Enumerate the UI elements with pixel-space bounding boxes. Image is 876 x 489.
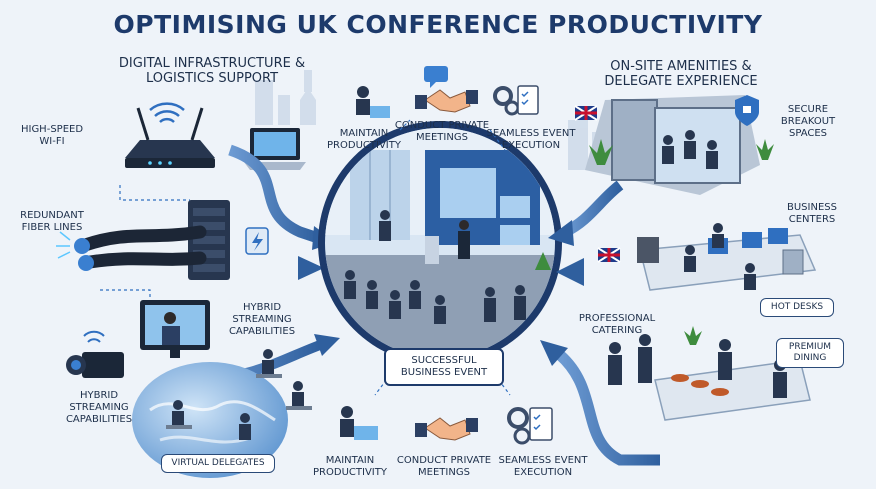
streaming-label-top: HYBRID STREAMING CAPABILITIES: [228, 302, 296, 337]
hot-desks-badge: HOT DESKS: [760, 298, 834, 317]
arrow-head-catering: [540, 340, 568, 366]
dotted-connector-left: [100, 185, 190, 300]
speech-bubble-icon-top: [424, 66, 448, 88]
plant-icon-right-top-2: [756, 139, 774, 160]
wifi-label: HIGH-SPEED WI-FI: [20, 124, 84, 147]
right-section-title: ON-SITE AMENITIES & DELEGATE EXPERIENCE: [604, 59, 758, 89]
wifi-router-icon: [125, 102, 215, 168]
person-laptop-icon-top: [356, 86, 390, 118]
streaming-monitor-icon: [140, 300, 210, 358]
gears-checklist-icon-top: [493, 85, 539, 116]
video-camera-icon: [66, 330, 124, 378]
gears-checklist-icon-bottom: [507, 407, 553, 445]
virtual-delegates-badge: VIRTUAL DELEGATES: [161, 454, 275, 473]
arrow-breakout-to-center: [562, 180, 624, 237]
benefit-execution-top: SEAMLESS EVENT EXECUTION: [486, 128, 576, 151]
union-flag-icon-mid: [597, 247, 621, 263]
page-title: OPTIMISING UK CONFERENCE PRODUCTIVITY: [113, 10, 763, 39]
breakout-label: SECURE BREAKOUT SPACES: [780, 104, 836, 139]
premium-dining-badge: PREMIUM DINING: [776, 338, 844, 368]
left-city-silhouette: [255, 70, 316, 125]
business-center-icon: [637, 223, 817, 291]
fiber-cables-icon: [56, 225, 207, 271]
benefit-meetings-top: CONDUCT PRIVATE MEETINGS: [394, 120, 490, 143]
arrow-head-breakout: [548, 220, 574, 246]
benefit-meetings-bottom: CONDUCT PRIVATE MEETINGS: [396, 455, 492, 478]
catering-scene-icon: [608, 326, 811, 421]
plant-icon-right-top: [589, 139, 613, 165]
union-flag-icon-top: [574, 105, 598, 121]
dotted-connector-bottom: [374, 374, 511, 396]
benefit-execution-bottom: SEAMLESS EVENT EXECUTION: [498, 455, 588, 478]
handshake-icon-top: [415, 89, 478, 113]
arrow-wifi-to-center: [228, 144, 320, 244]
business-centers-label: BUSINESS CENTERS: [787, 202, 837, 225]
streaming-label-bottom: HYBRID STREAMING CAPABILITIES: [65, 390, 133, 425]
benefit-productivity-bottom: MAINTAIN PRODUCTIVITY: [313, 455, 387, 478]
arrow-head-business: [556, 258, 584, 286]
center-successful-event-label: SUCCESSFUL BUSINESS EVENT: [384, 348, 504, 386]
dotted-connector-top: [399, 119, 506, 151]
person-laptop-icon-bottom: [340, 406, 378, 440]
benefit-productivity-top: MAINTAIN PRODUCTIVITY: [327, 128, 401, 151]
left-section-title: DIGITAL INFRASTRUCTURE & LOGISTICS SUPPO…: [118, 56, 306, 86]
virtual-delegates-people: [166, 349, 312, 440]
globe-icon: [132, 362, 288, 478]
catering-label: PROFESSIONAL CATERING: [578, 313, 656, 336]
fiber-label: REDUNDANT FIBER LINES: [20, 210, 84, 233]
breakout-pod-icon: [585, 95, 760, 195]
arrow-head-fiber: [298, 256, 324, 280]
center-conference-scene: [318, 121, 562, 365]
arrow-catering-to-center: [556, 350, 660, 466]
arrow-head-streaming: [314, 334, 340, 356]
handshake-icon-bottom: [415, 417, 478, 441]
